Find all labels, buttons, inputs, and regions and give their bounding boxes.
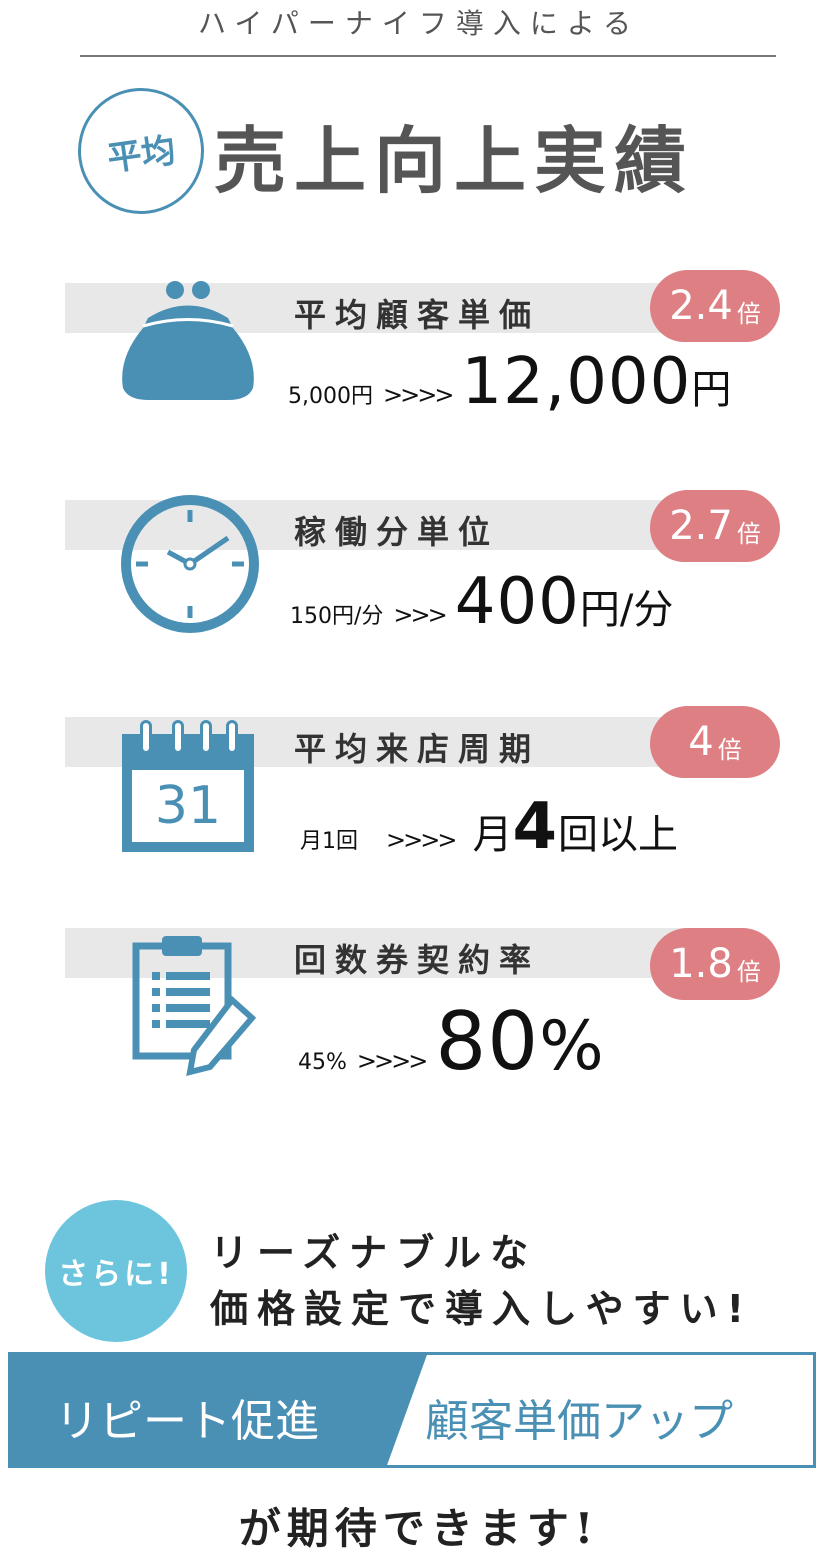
metric-label: 平均来店周期 [294,730,541,768]
message-line-1: リーズナブルな [210,1231,538,1275]
multiplier-unit: 倍 [717,735,742,764]
arrows: >>>> [386,826,457,854]
metric-values: 150円/分 >>> 400 円/分 [290,565,673,639]
label-band [65,500,705,550]
calendar-day: 31 [132,770,244,842]
multiplier-value: 1.8 [669,941,733,987]
after-value: 12,000 [461,345,692,419]
before-value: 月1回 [300,829,358,854]
message-line-2: 価格設定で導入しやすい! [210,1287,753,1331]
after-prefix: 月 [472,812,513,858]
metric-values: 5,000円 >>>> 12,000 円 [288,345,731,419]
metric-label: 稼働分単位 [294,513,500,551]
clock-icon [121,495,259,633]
after-unit: % [539,1007,605,1086]
before-value: 45% [298,1050,347,1075]
multiplier-unit: 倍 [736,299,761,328]
metric-values: 月1回 >>>> 月 4 回以上 [300,790,678,864]
metric-label: 平均顧客単価 [294,296,541,334]
after-value: 400 [454,565,580,639]
calendar-icon: 31 [122,720,254,852]
before-value: 5,000円 [288,384,373,409]
before-value: 150円/分 [290,604,384,629]
metric-label: 回数券契約率 [294,941,541,979]
after-value: 80 [435,995,540,1088]
after-unit: 円/分 [579,587,674,633]
arrows: >>>> [356,1047,428,1075]
subtitle: ハイパーナイフ導入による [197,7,641,40]
closing-text: が期待できます! [238,1504,600,1553]
after-value: 4 [512,790,558,864]
average-badge: 平均 [69,79,213,223]
purse-icon [122,281,254,400]
after-unit: 回以上 [557,812,678,858]
benefit-left-fill [8,1352,428,1468]
multiplier-unit: 倍 [736,519,761,548]
unit-price-up-text: 顧客単価アップ [425,1396,733,1447]
multiplier-value: 2.4 [669,283,733,329]
arrows: >>>> [382,381,454,409]
after-unit: 円 [691,367,732,413]
multiplier-unit: 倍 [736,957,761,986]
clipboard-icon [132,936,257,1077]
multiplier-value: 2.7 [669,503,733,549]
multiplier-value: 4 [688,719,714,765]
furthermore-badge: さらに! [45,1200,187,1342]
arrows: >>> [393,601,447,629]
divider [80,55,776,57]
repeat-promotion-text: リピート促進 [55,1396,319,1447]
metric-values: 45% >>>> 80 % [298,995,605,1088]
page-title: 売上向上実績 [214,118,695,203]
